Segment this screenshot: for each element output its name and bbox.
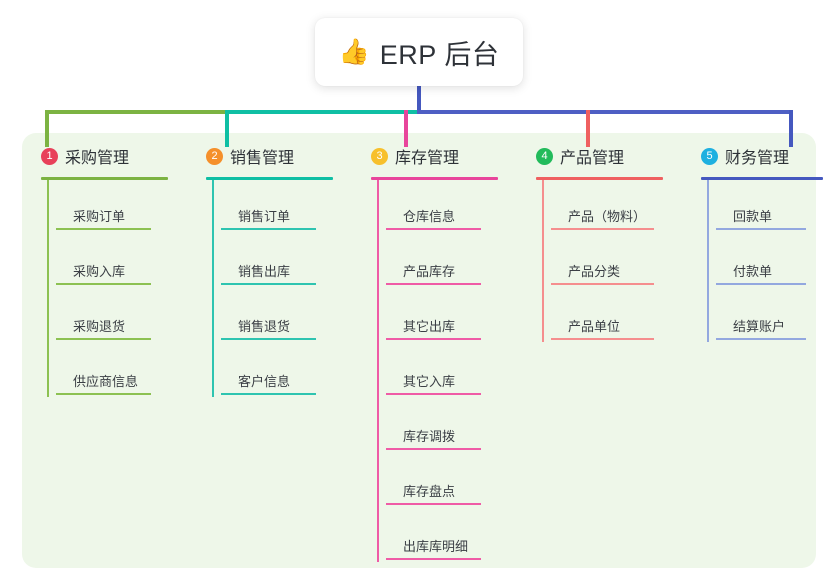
leaf-rule [716,283,806,285]
leaf-item[interactable]: 库存盘点 [386,457,481,505]
leaf-label: 库存调拨 [403,429,456,444]
leaf-label: 产品（物料） [568,209,647,224]
leaf-rule [221,338,316,340]
leaf-label: 其它入库 [403,374,456,389]
leaf-item[interactable]: 客户信息 [221,347,316,395]
leaf-item[interactable]: 产品（物料） [551,182,654,230]
leaf-item[interactable]: 付款单 [716,237,806,285]
branch-title-3: 库存管理 [395,150,460,167]
root-node[interactable]: 👍 ERP 后台 [315,18,523,86]
branch-title-1: 采购管理 [65,150,130,167]
leaf-item[interactable]: 库存调拨 [386,402,481,450]
branch-badge-3: 3 [371,147,388,165]
leaf-label: 结算账户 [733,319,786,334]
branch-title-2: 销售管理 [230,150,295,167]
branch-rule-3 [371,177,498,180]
leaf-label: 产品单位 [568,319,621,334]
leaf-rule [221,283,316,285]
branch-trunk-3 [377,180,379,562]
leaf-rule [386,448,481,450]
leaf-rule [56,228,151,230]
leaf-rule [386,558,481,560]
leaf-label: 其它出库 [403,319,456,334]
leaf-item[interactable]: 产品库存 [386,237,481,285]
leaf-label: 库存盘点 [403,484,456,499]
branch-badge-2: 2 [206,147,223,165]
leaf-item[interactable]: 回款单 [716,182,806,230]
leaf-label: 销售出库 [238,264,291,279]
leaf-rule [386,283,481,285]
leaf-rule [551,283,654,285]
leaf-rule [221,393,316,395]
leaf-rule [386,393,481,395]
leaf-item[interactable]: 销售出库 [221,237,316,285]
leaf-label: 回款单 [733,209,773,224]
leaf-label: 供应商信息 [73,374,139,389]
branch-badge-4: 4 [536,147,553,165]
leaf-item[interactable]: 结算账户 [716,292,806,340]
leaf-label: 出库库明细 [403,539,469,554]
leaf-item[interactable]: 其它入库 [386,347,481,395]
leaf-item[interactable]: 采购订单 [56,182,151,230]
branch-trunk-4 [542,180,544,342]
root-node-title: ERP 后台 [379,39,500,70]
branch-column-2: 2 销售管理销售订单销售出库销售退货客户信息 [187,144,333,397]
leaf-label: 采购退货 [73,319,126,334]
leaf-item[interactable]: 供应商信息 [56,347,151,395]
leaf-label: 采购订单 [73,209,126,224]
leaf-rule [386,503,481,505]
branch-badge-5: 5 [701,147,718,165]
branch-header-4[interactable]: 4 产品管理 [517,144,624,168]
branch-column-5: 5 财务管理回款单付款单结算账户 [682,144,823,342]
leaf-rule [716,228,806,230]
leaf-item[interactable]: 产品分类 [551,237,654,285]
diagram-background-panel [22,133,816,568]
leaf-rule [56,393,151,395]
branch-trunk-2 [212,180,214,397]
branch-badge-1: 1 [41,147,58,165]
branch-rule-2 [206,177,333,180]
leaf-rule [551,338,654,340]
branch-column-3: 3 库存管理仓库信息产品库存其它出库其它入库库存调拨库存盘点出库库明细 [352,144,498,562]
leaf-item[interactable]: 仓库信息 [386,182,481,230]
leaf-label: 采购入库 [73,264,126,279]
branch-title-5: 财务管理 [725,150,790,167]
leaf-label: 销售订单 [238,209,291,224]
leaf-label: 销售退货 [238,319,291,334]
leaf-item[interactable]: 产品单位 [551,292,654,340]
branch-header-1[interactable]: 1 采购管理 [22,144,129,168]
branch-header-2[interactable]: 2 销售管理 [187,144,294,168]
branch-rule-4 [536,177,663,180]
leaf-rule [386,338,481,340]
leaf-rule [716,338,806,340]
leaf-rule [56,283,151,285]
branch-column-1: 1 采购管理采购订单采购入库采购退货供应商信息 [22,144,168,397]
branch-column-4: 4 产品管理产品（物料） 产品分类产品单位 [517,144,663,342]
branch-header-5[interactable]: 5 财务管理 [682,144,789,168]
branch-trunk-1 [47,180,49,397]
leaf-rule [551,228,654,230]
branch-trunk-5 [707,180,709,342]
branch-rule-5 [701,177,823,180]
leaf-item[interactable]: 采购退货 [56,292,151,340]
leaf-item[interactable]: 销售订单 [221,182,316,230]
leaf-label: 客户信息 [238,374,291,389]
leaf-label: 产品库存 [403,264,456,279]
branch-header-3[interactable]: 3 库存管理 [352,144,459,168]
leaf-rule [221,228,316,230]
leaf-item[interactable]: 其它出库 [386,292,481,340]
leaf-rule [56,338,151,340]
leaf-label: 付款单 [733,264,773,279]
leaf-item[interactable]: 采购入库 [56,237,151,285]
leaf-item[interactable]: 出库库明细 [386,512,481,560]
thumbs-up-icon: 👍 [338,37,370,66]
leaf-rule [386,228,481,230]
leaf-label: 仓库信息 [403,209,456,224]
branch-title-4: 产品管理 [560,150,625,167]
leaf-item[interactable]: 销售退货 [221,292,316,340]
branch-rule-1 [41,177,168,180]
leaf-label: 产品分类 [568,264,621,279]
